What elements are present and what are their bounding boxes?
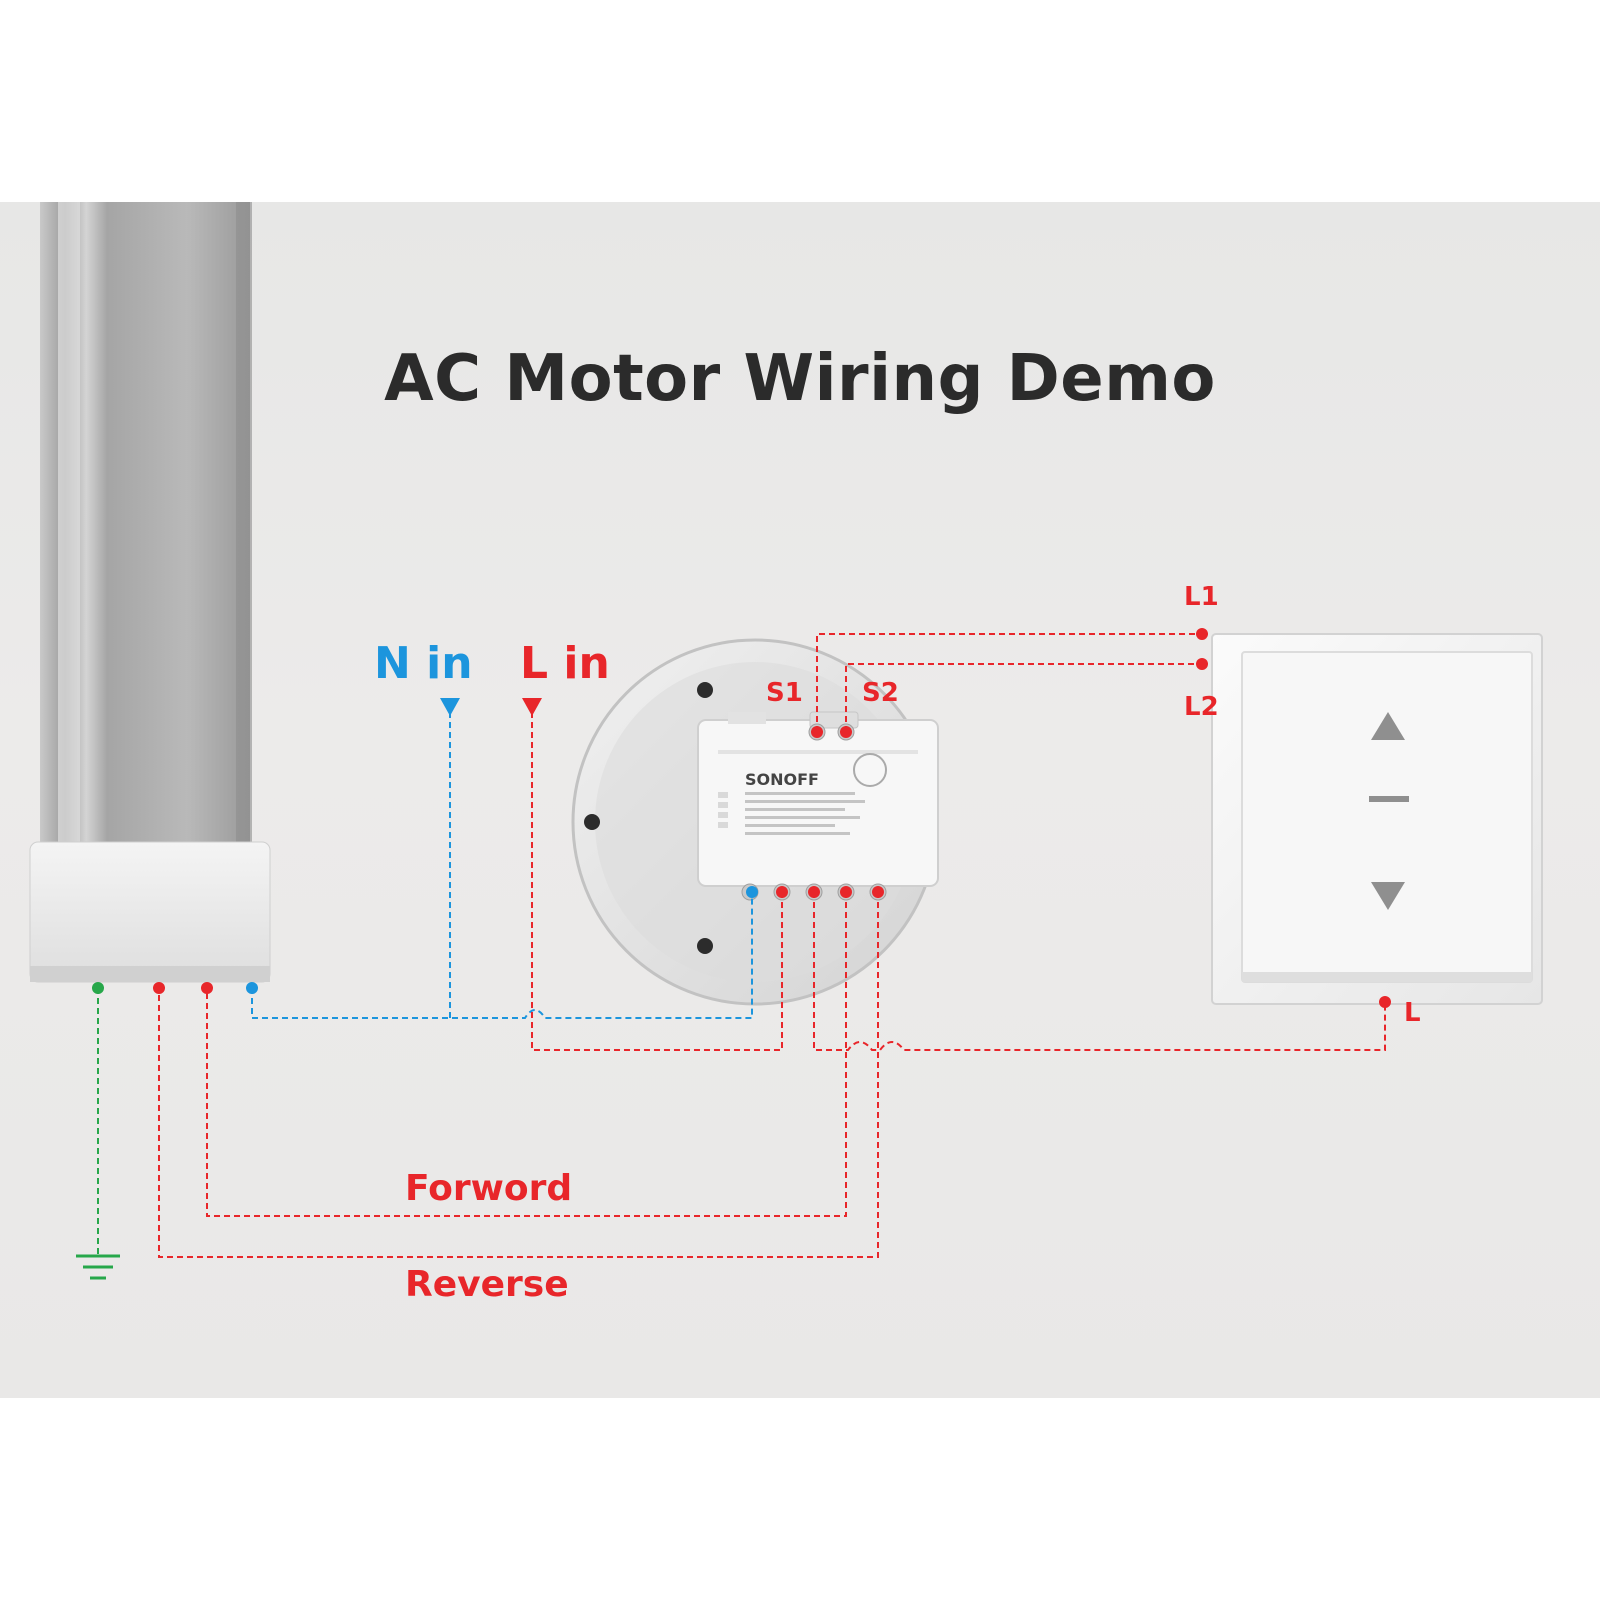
l-out-wire	[813, 892, 1386, 1051]
l-in-wire	[531, 702, 783, 1051]
neutral-wire	[251, 892, 753, 1019]
l2-label: L2	[1184, 692, 1219, 722]
switch-module: SONOFF	[697, 711, 939, 901]
forward-wire	[206, 892, 847, 1217]
s2-label: S2	[862, 678, 899, 708]
page-title: AC Motor Wiring Demo	[384, 342, 1216, 416]
l1-label: L1	[1184, 582, 1219, 612]
diagram-scene: SONOFF	[0, 202, 1600, 1398]
n-in-label: N in	[374, 638, 473, 689]
wires	[97, 633, 1386, 1258]
wiring-svg: SONOFF	[29, 202, 1543, 1280]
reverse-wire	[158, 892, 879, 1258]
terminal-dots	[92, 628, 1391, 1008]
module-brand: SONOFF	[745, 770, 819, 789]
n-in-arrow-icon	[440, 698, 460, 716]
l-label: L	[1404, 998, 1421, 1028]
arrow-down-icon	[1371, 882, 1405, 910]
s2-wire	[845, 663, 1202, 732]
arrow-up-icon	[1371, 712, 1405, 740]
curtain-motor	[29, 202, 271, 983]
forward-label: Forword	[405, 1168, 573, 1209]
reverse-label: Reverse	[405, 1264, 569, 1305]
l-in-label: L in	[520, 638, 610, 689]
ground-icon	[76, 1254, 120, 1280]
s1-label: S1	[766, 678, 803, 708]
stop-icon	[1369, 796, 1409, 802]
wall-switch	[1211, 633, 1543, 1005]
s1-wire	[816, 633, 1202, 732]
l-in-arrow-icon	[522, 698, 542, 716]
